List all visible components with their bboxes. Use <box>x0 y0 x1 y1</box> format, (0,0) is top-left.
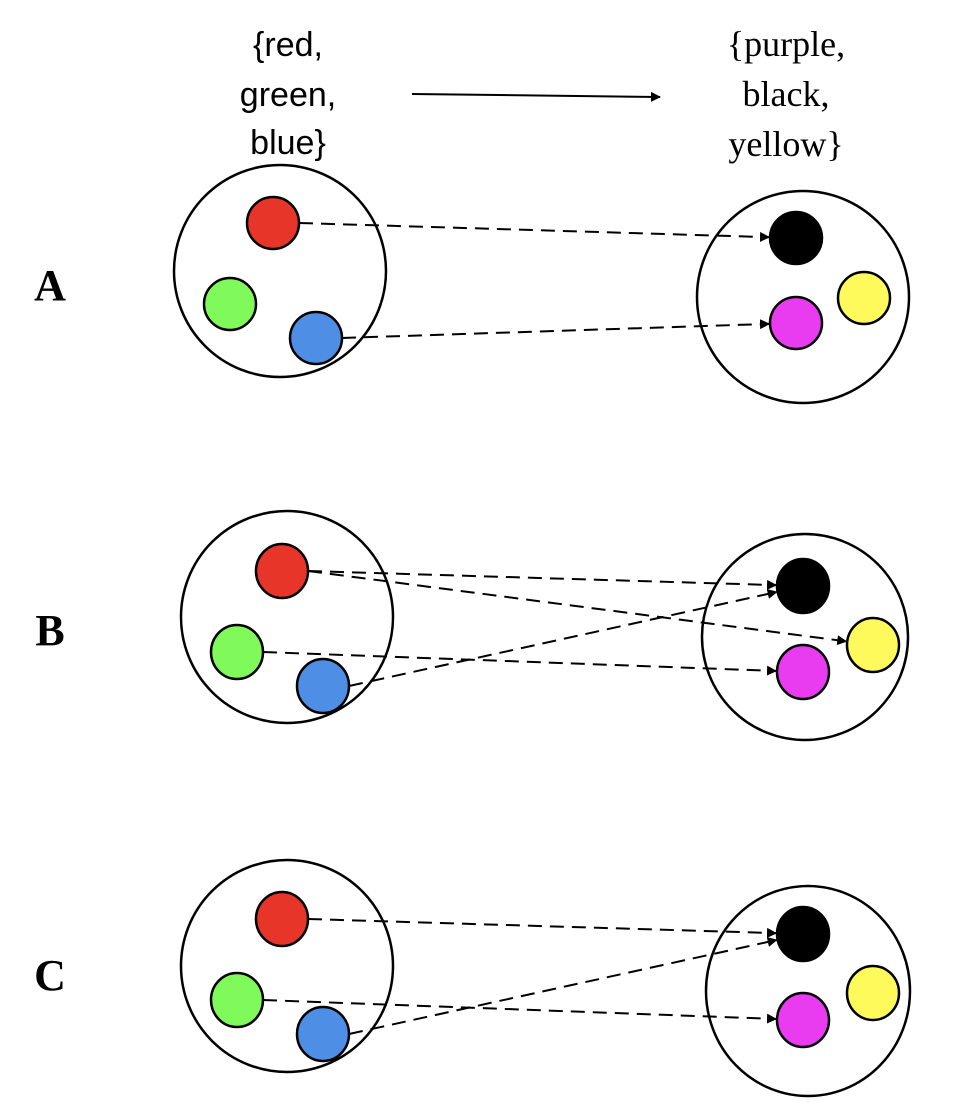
row-label: C <box>34 951 66 1000</box>
mapping-row-b: B <box>35 509 910 742</box>
black-element-dot <box>775 557 831 615</box>
green-element-dot <box>202 276 258 332</box>
mapping-row-c: C <box>34 858 912 1098</box>
mapping-arrow-blue-to-black <box>348 589 778 687</box>
codomain-set-line-2: black, <box>743 74 830 114</box>
black-element-dot <box>768 210 824 266</box>
row-label: B <box>35 606 64 655</box>
mapping-row-a: A <box>34 163 911 405</box>
yellow-element-dot <box>845 616 901 674</box>
mapping-arrow-green-to-purple <box>262 999 778 1024</box>
red-element-dot <box>254 542 310 600</box>
mapping-arrow-blue-to-purple <box>341 319 771 339</box>
domain-set-line-1: {red, <box>253 26 323 64</box>
mapping-arrow-red-to-black <box>307 570 778 590</box>
codomain-set-circle <box>704 884 912 1098</box>
black-element-dot <box>775 905 831 963</box>
header-mapping-arrow <box>411 91 661 102</box>
mapping-arrow-green-to-purple <box>262 651 778 676</box>
purple-element-dot <box>768 295 824 351</box>
mapping-arrow-red-to-black <box>298 222 771 242</box>
domain-set-line-3: blue} <box>250 124 326 162</box>
blue-element-dot <box>295 657 351 715</box>
domain-set-label: {red, green, blue} <box>240 26 336 162</box>
domain-set-circle <box>172 163 388 379</box>
codomain-set-circle <box>695 189 911 405</box>
domain-set-circle <box>179 858 395 1074</box>
codomain-set-circle <box>700 532 910 742</box>
codomain-set-line-1: {purple, <box>727 24 845 64</box>
red-element-dot <box>254 890 310 948</box>
mapping-arrow-red-to-yellow <box>307 570 848 646</box>
purple-element-dot <box>775 991 831 1049</box>
codomain-set-line-3: yellow} <box>728 124 843 164</box>
blue-element-dot <box>295 1005 351 1063</box>
red-element-dot <box>245 195 301 251</box>
yellow-element-dot <box>836 270 892 326</box>
row-label: A <box>34 261 66 310</box>
domain-set-circle <box>179 509 395 725</box>
mapping-arrow-red-to-black <box>307 918 778 938</box>
rows-layer: A B C <box>34 163 912 1098</box>
purple-element-dot <box>775 643 831 701</box>
green-element-dot <box>209 971 265 1029</box>
blue-element-dot <box>288 310 344 366</box>
domain-set-line-2: green, <box>240 76 336 114</box>
codomain-set-label: {purple, black, yellow} <box>727 24 845 164</box>
green-element-dot <box>209 623 265 681</box>
mapping-arrow-blue-to-black <box>348 937 778 1035</box>
yellow-element-dot <box>845 964 901 1022</box>
